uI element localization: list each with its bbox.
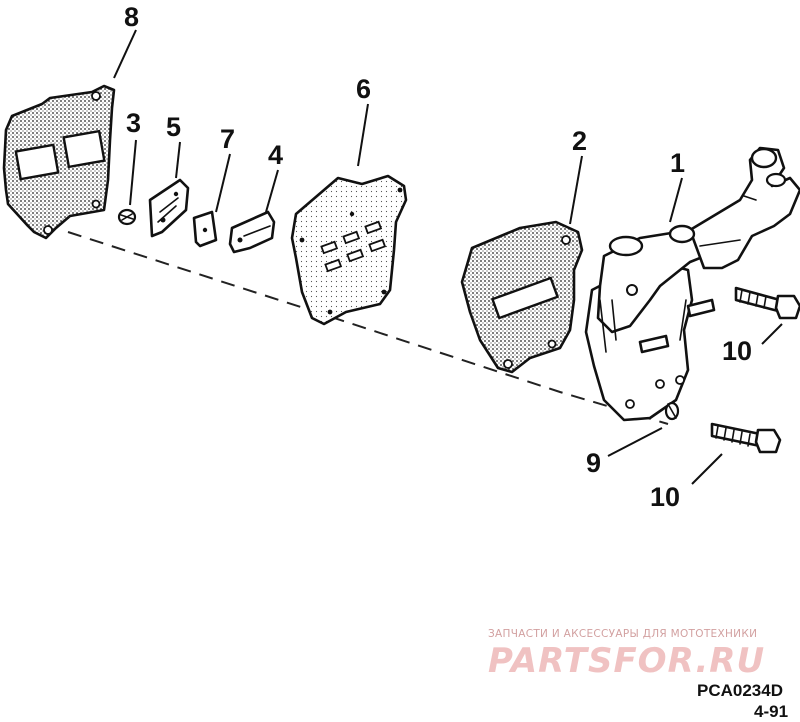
callout-10-lower: 10 — [650, 482, 680, 512]
assembly-axis-lines — [67, 231, 669, 425]
callout-6: 6 — [356, 74, 371, 104]
watermark: ЗАПЧАСТИ И АКСЕССУАРЫ ДЛЯ МОТОТЕХНИКИ PA… — [488, 628, 765, 681]
callout-9: 9 — [586, 448, 601, 478]
callout-4: 4 — [268, 140, 283, 170]
reed-valve-part-4 — [228, 210, 276, 254]
callout-5: 5 — [166, 112, 181, 142]
watermark-tagline: ЗАПЧАСТИ И АКСЕССУАРЫ ДЛЯ МОТОТЕХНИКИ — [488, 628, 757, 640]
callout-1: 1 — [670, 148, 685, 178]
reed-stop-part-5 — [148, 178, 190, 238]
callout-10-upper: 10 — [722, 336, 752, 366]
gasket-part-2 — [460, 220, 584, 374]
watermark-logo: PARTSFOR.RU — [488, 641, 765, 681]
callout-leader-lines — [113, 29, 783, 485]
plate-part-7 — [192, 210, 218, 248]
reference-code: PCA0234D — [697, 681, 783, 700]
lock-washer-part-9 — [664, 401, 680, 421]
screw-part-3 — [117, 208, 137, 226]
gasket-part-8 — [2, 84, 116, 240]
callout-labels: 8 3 5 7 4 6 2 1 10 9 10 — [124, 2, 752, 512]
callout-3: 3 — [126, 108, 141, 138]
housing-part-1 — [584, 146, 800, 422]
reference-block: PCA0234D 4-91 — [697, 681, 788, 721]
reed-plate-part-6 — [290, 174, 408, 326]
callout-8: 8 — [124, 2, 139, 32]
reference-date: 4-91 — [754, 702, 788, 721]
bolt-part-10-lower — [710, 422, 782, 454]
callout-7: 7 — [220, 124, 235, 154]
callout-2: 2 — [572, 126, 587, 156]
bolt-part-10-upper — [734, 286, 800, 320]
